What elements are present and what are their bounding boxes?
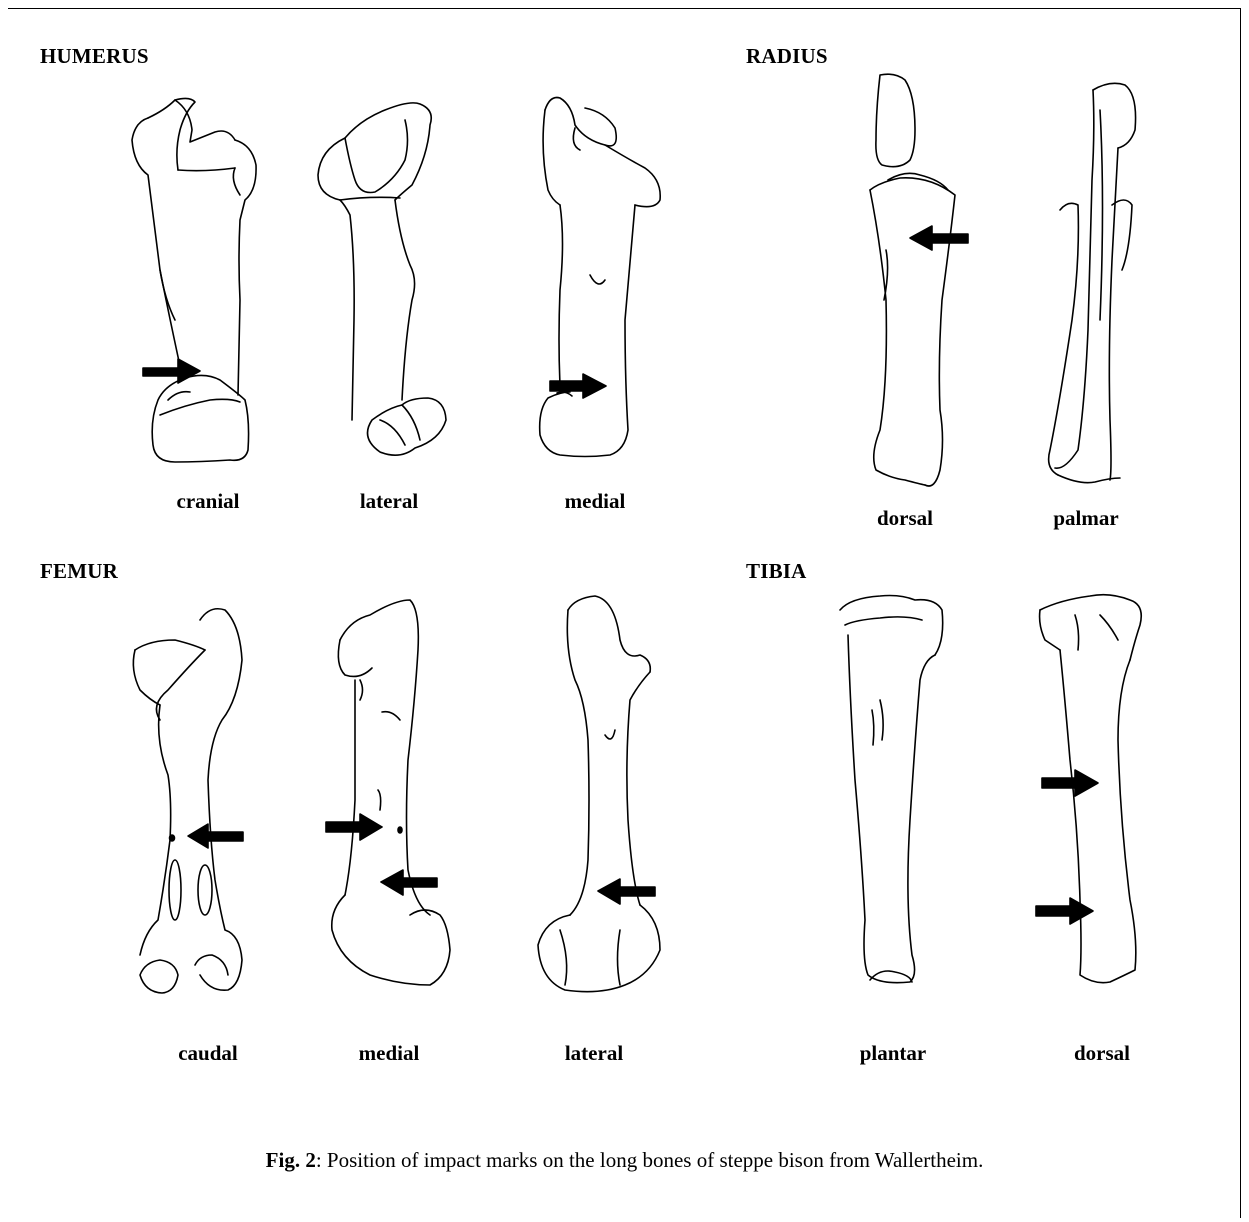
label-femur-lateral: lateral	[514, 1041, 674, 1066]
radius-palmar-drawing	[1049, 83, 1136, 482]
arrow-icon	[598, 879, 655, 904]
label-humerus-cranial: cranial	[128, 489, 288, 514]
label-radius-palmar: palmar	[1006, 506, 1166, 531]
radius-dorsal-drawing	[870, 74, 955, 486]
arrow-icon	[188, 824, 243, 848]
humerus-medial-drawing	[540, 98, 661, 457]
label-tibia-dorsal: dorsal	[1022, 1041, 1182, 1066]
humerus-lateral-drawing	[318, 103, 446, 455]
arrow-icon	[1042, 770, 1098, 796]
marker-dot	[170, 835, 175, 841]
caption-label: Fig. 2	[266, 1148, 316, 1172]
femur-medial-drawing	[332, 600, 450, 985]
label-humerus-medial: medial	[515, 489, 675, 514]
arrow-icon	[910, 226, 968, 250]
humerus-cranial-drawing	[132, 98, 256, 462]
label-humerus-lateral: lateral	[309, 489, 469, 514]
femur-lateral-drawing	[538, 596, 660, 992]
tibia-plantar-drawing	[840, 596, 943, 983]
figure-caption: Fig. 2: Position of impact marks on the …	[0, 1148, 1249, 1173]
label-femur-caudal: caudal	[128, 1041, 288, 1066]
femur-caudal-drawing	[133, 609, 242, 993]
caption-text: : Position of impact marks on the long b…	[316, 1148, 984, 1172]
arrow-icon	[1036, 898, 1093, 924]
marker-dot	[398, 827, 402, 833]
label-tibia-plantar: plantar	[813, 1041, 973, 1066]
label-radius-dorsal: dorsal	[825, 506, 985, 531]
label-femur-medial: medial	[309, 1041, 469, 1066]
arrow-icon	[143, 359, 200, 383]
